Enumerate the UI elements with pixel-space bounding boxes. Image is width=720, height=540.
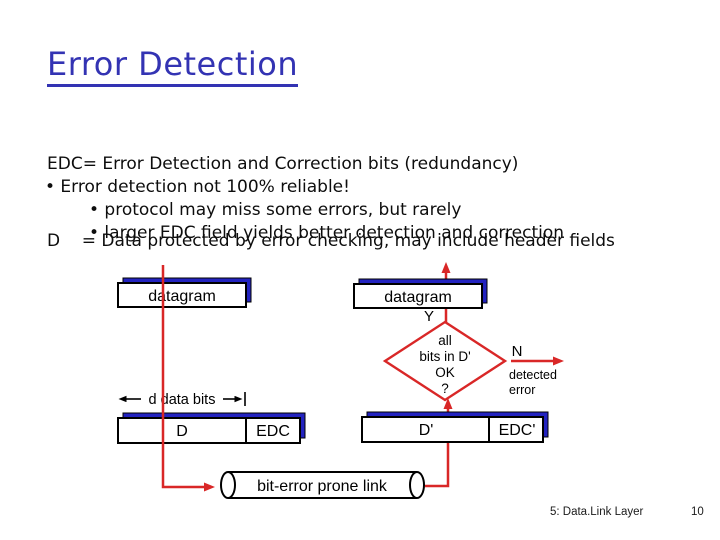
bullet-main: • Error detection not 100% reliable! — [45, 177, 350, 197]
decision-line-3: OK — [435, 365, 455, 380]
bullet-list: • Error detection not 100% reliable! • p… — [45, 176, 564, 245]
decision-line-4: ? — [441, 381, 449, 396]
sender-datagram-label: datagram — [148, 288, 216, 305]
d-data-bits-measure: d data bits — [118, 392, 246, 408]
definition-edc: EDC= Error Detection and Correction bits… — [47, 154, 519, 174]
bullet-sub-1: • protocol may miss some errors, but rar… — [89, 200, 462, 220]
detected-error-line-2: error — [509, 383, 535, 397]
flow-sender-to-link-arrow — [161, 265, 215, 492]
decision-line-1: all — [438, 333, 452, 348]
receiver-edc-field: EDC' — [499, 422, 536, 439]
d-data-bits-label: d data bits — [149, 392, 216, 408]
sender-edc-field: EDC — [256, 423, 290, 440]
definition-d: D = Data protected by error checking, ma… — [47, 230, 615, 251]
receiver-datagram-box: datagram — [353, 278, 488, 309]
sender-frame-box: D EDC — [117, 412, 306, 444]
bullet-sub-2: • larger EDC field yields better detecti… — [89, 223, 565, 243]
decision-diamond: all bits in D' OK ? — [382, 320, 508, 402]
receiver-d-field: D' — [419, 422, 434, 439]
no-branch-label: N — [512, 343, 523, 360]
sender-datagram-box: datagram — [117, 277, 252, 308]
footer-section-label: 5: Data.Link Layer — [550, 506, 644, 518]
link-cylinder: bit-error prone link — [220, 471, 425, 499]
definitions-block: EDC= Error Detection and Correction bits… — [47, 101, 615, 305]
link-label: bit-error prone link — [257, 478, 388, 495]
page-title-text: Error Detection — [47, 45, 299, 87]
decision-line-2: bits in D' — [419, 349, 470, 364]
sender-d-field: D — [176, 423, 188, 440]
receiver-frame-box: D' EDC' — [361, 411, 549, 443]
page-title: Error Detection — [47, 44, 299, 87]
detected-error-line-1: detected — [509, 368, 557, 382]
yes-branch-label: Y — [424, 308, 434, 325]
footer-page-number: 10 — [691, 506, 704, 518]
receiver-datagram-label: datagram — [384, 289, 452, 306]
